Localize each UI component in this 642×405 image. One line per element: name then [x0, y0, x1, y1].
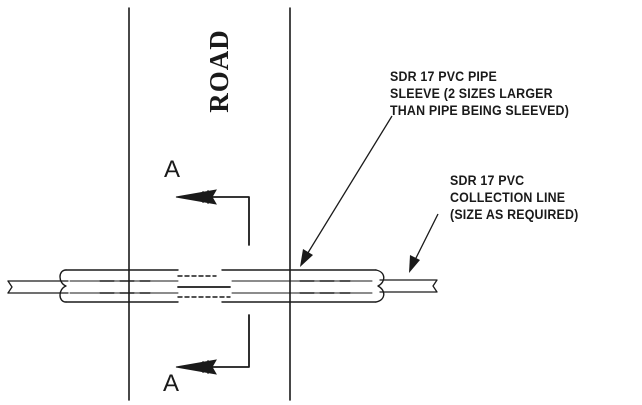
sleeve-callout-line: SDR 17 PVC PIPE: [390, 69, 497, 84]
collection-line-callout: SDR 17 PVC COLLECTION LINE (SIZE AS REQU…: [450, 172, 578, 223]
section-cut-line: [211, 196, 250, 368]
road-label: ROAD: [204, 29, 234, 113]
sleeve-callout-line: THAN PIPE BEING SLEEVED): [390, 103, 570, 118]
pipe-break-marks: [99, 275, 351, 298]
sleeve-leader: [300, 115, 393, 267]
section-arrow-bottom: [175, 359, 217, 375]
section-arrow-top: [175, 189, 217, 205]
collection-line-callout-line: SDR 17 PVC: [450, 173, 525, 188]
collection-line-leader: [409, 213, 439, 273]
collection-line-callout-line: (SIZE AS REQUIRED): [450, 207, 579, 222]
section-label-bottom: A: [163, 370, 180, 397]
sleeve-callout: SDR 17 PVC PIPE SLEEVE (2 SIZES LARGER T…: [390, 68, 569, 119]
section-label-top: A: [164, 156, 181, 183]
sleeve-callout-line: SLEEVE (2 SIZES LARGER: [390, 86, 553, 101]
collection-line-callout-line: COLLECTION LINE: [450, 190, 566, 205]
collection-line-pipe: [7, 279, 438, 294]
